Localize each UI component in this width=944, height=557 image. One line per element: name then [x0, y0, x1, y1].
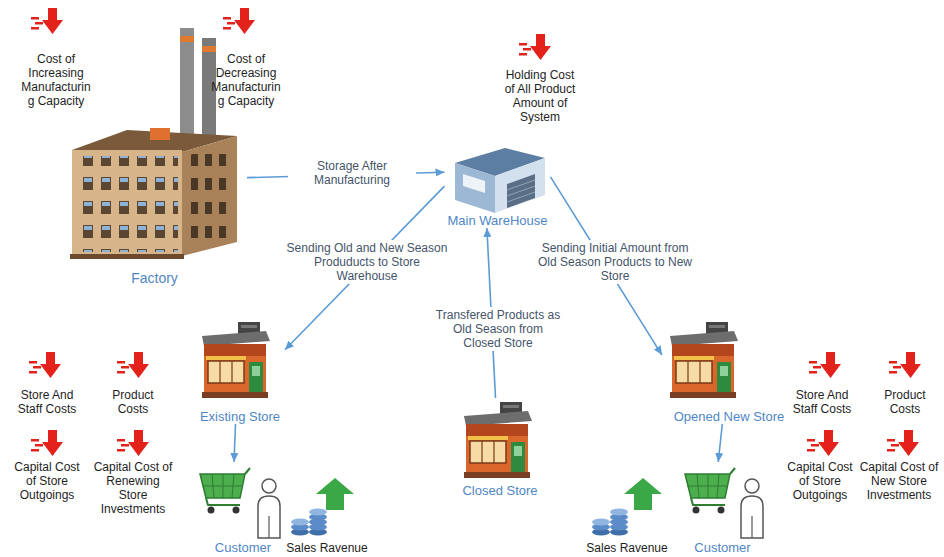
cost-label: Product Costs	[875, 388, 935, 416]
cart-icon	[685, 468, 735, 514]
cost-label: Cost of Increasing Manufacturing Capacit…	[21, 52, 91, 108]
cost-label: Holding Cost of All Product Amount of Sy…	[500, 68, 580, 124]
store-node: Opened New Store	[662, 318, 796, 424]
cost-icon	[29, 352, 61, 378]
person-icon	[258, 479, 280, 538]
coins-icon	[592, 509, 628, 536]
customer-node: Customer	[198, 462, 288, 555]
cost-label: Store And Staff Costs	[782, 388, 862, 416]
cost-label: Store And Staff Costs	[7, 388, 87, 416]
node-label: Opened New Store	[674, 409, 785, 424]
edge-label: Transfered Products as Old Season from C…	[432, 307, 564, 351]
store-node: Existing Store	[195, 318, 285, 424]
node-label: Main WareHouse	[448, 213, 548, 228]
cost-icon	[223, 8, 255, 34]
node-label: Closed Store	[462, 483, 537, 498]
closed-store-icon	[464, 402, 532, 478]
revenue-arrow	[316, 478, 354, 510]
warehouse-icon	[455, 148, 545, 213]
cost-icon	[887, 430, 919, 456]
cost-icon	[889, 352, 921, 378]
cost-icon	[809, 352, 841, 378]
node-label: Customer	[215, 540, 271, 555]
cost-label: Capital Cost of Store Outgoings	[9, 460, 85, 502]
warehouse-node: Main WareHouse	[445, 135, 551, 228]
new-store-icon	[670, 322, 738, 398]
cost-label: Cost of Decreasing Manufacturing Capacit…	[211, 52, 281, 108]
cost-icon	[519, 34, 551, 60]
cost-label: Capital Cost of New Store Investments	[859, 460, 939, 502]
cost-icon	[117, 352, 149, 378]
cost-label: Capital Cost of Store Outgoings	[782, 460, 858, 502]
cost-label: Capital Cost of Renewing Store Investmen…	[93, 460, 173, 516]
cost-icon	[117, 430, 149, 456]
cost-icon	[31, 430, 63, 456]
cart-icon	[200, 468, 250, 514]
edge-label: Storage After Manufacturing	[288, 158, 416, 188]
coins-icon	[291, 509, 327, 536]
node-label: Factory	[131, 271, 178, 286]
factory-icon	[70, 28, 237, 259]
edge-label: Sending Initial Amount from Old Season P…	[534, 240, 696, 284]
existing-store-icon	[202, 322, 270, 398]
revenue-label: Sales Ravenue	[582, 541, 672, 555]
flow-arrow	[718, 424, 722, 462]
person-icon	[741, 479, 763, 538]
edge-label: Sending Old and New Season Produducts to…	[279, 240, 455, 284]
cost-label: Product Costs	[103, 388, 163, 416]
revenue-label: Sales Ravenue	[282, 541, 372, 555]
cost-icon	[807, 430, 839, 456]
flow-arrow	[234, 424, 236, 462]
node-label: Customer	[694, 540, 750, 555]
revenue-arrow	[624, 478, 662, 510]
customer-node: Customer	[680, 462, 765, 555]
node-label: Existing Store	[200, 409, 280, 424]
store-node: Closed Store	[455, 398, 545, 498]
cost-icon	[31, 8, 63, 34]
